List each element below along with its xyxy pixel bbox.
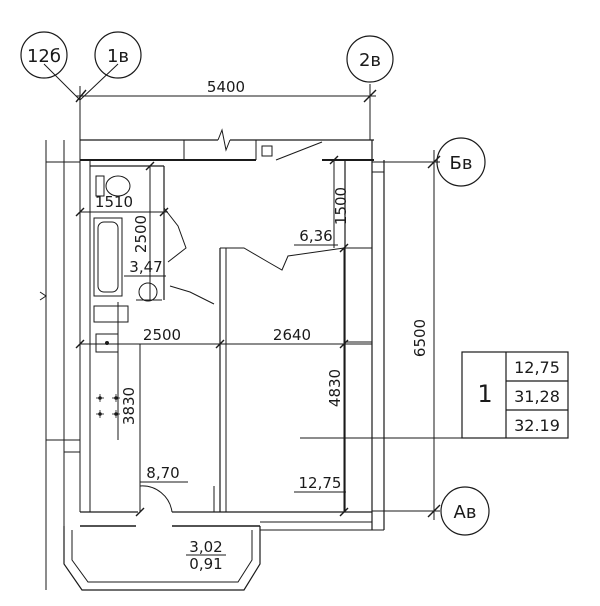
interior-dimensions: 1510 2500 1500 2500 2640 4830 3830 (75, 155, 372, 517)
axis-label-bv: Бв (450, 153, 473, 174)
axis-bubble-1v (94, 31, 142, 79)
dim-room-height: 4830 (326, 369, 344, 407)
stove-icon (96, 394, 120, 418)
area-labels: 6,36 3,47 8,70 12,75 3,02 0,91 (124, 227, 346, 573)
dim-kitchen-height: 3830 (120, 387, 138, 425)
dim-room-width: 2640 (273, 326, 311, 344)
dim-total-height: 6500 (411, 319, 429, 357)
dim-hall-height: 1500 (332, 187, 350, 225)
dim-bath-height: 2500 (132, 215, 150, 253)
axis-bubble-2v (346, 35, 394, 83)
kitchen-sink-icon (95, 333, 119, 353)
washbasin-icon (138, 282, 158, 302)
summary-room-count: 1 (477, 380, 492, 408)
axis-label-2v: 2в (359, 50, 381, 71)
dim-kitchen-width: 2500 (143, 326, 181, 344)
bathtub-icon (93, 217, 123, 297)
axis-label-12b: 12б (27, 46, 61, 67)
toilet-icon (105, 175, 131, 197)
area-room: 12,75 (299, 474, 342, 492)
dim-bath-width: 1510 (95, 193, 133, 211)
axis-label-av: Ав (454, 502, 477, 523)
summary-living-area: 12,75 (514, 358, 560, 377)
walls (39, 128, 385, 591)
fixtures (93, 175, 162, 440)
area-balcony: 3,02 (189, 538, 222, 556)
summary-total-with-balcony: 32.19 (514, 416, 560, 435)
axis-bubble-av (440, 486, 490, 536)
axis-label-1v: 1в (107, 46, 129, 67)
area-hall: 6,36 (299, 227, 332, 245)
area-bath: 3,47 (129, 258, 162, 276)
axis-bubble-12b (20, 31, 68, 79)
overall-dimensions: 5400 6500 (75, 78, 462, 520)
area-balcony-reduced: 0,91 (189, 555, 222, 573)
dim-total-width: 5400 (207, 78, 245, 96)
area-kitchen: 8,70 (146, 464, 179, 482)
axis-markers: 12б 1в 2в Бв Ав (20, 31, 490, 536)
summary-total-area: 31,28 (514, 387, 560, 406)
summary-table: 1 12,75 31,28 32.19 (461, 351, 569, 439)
